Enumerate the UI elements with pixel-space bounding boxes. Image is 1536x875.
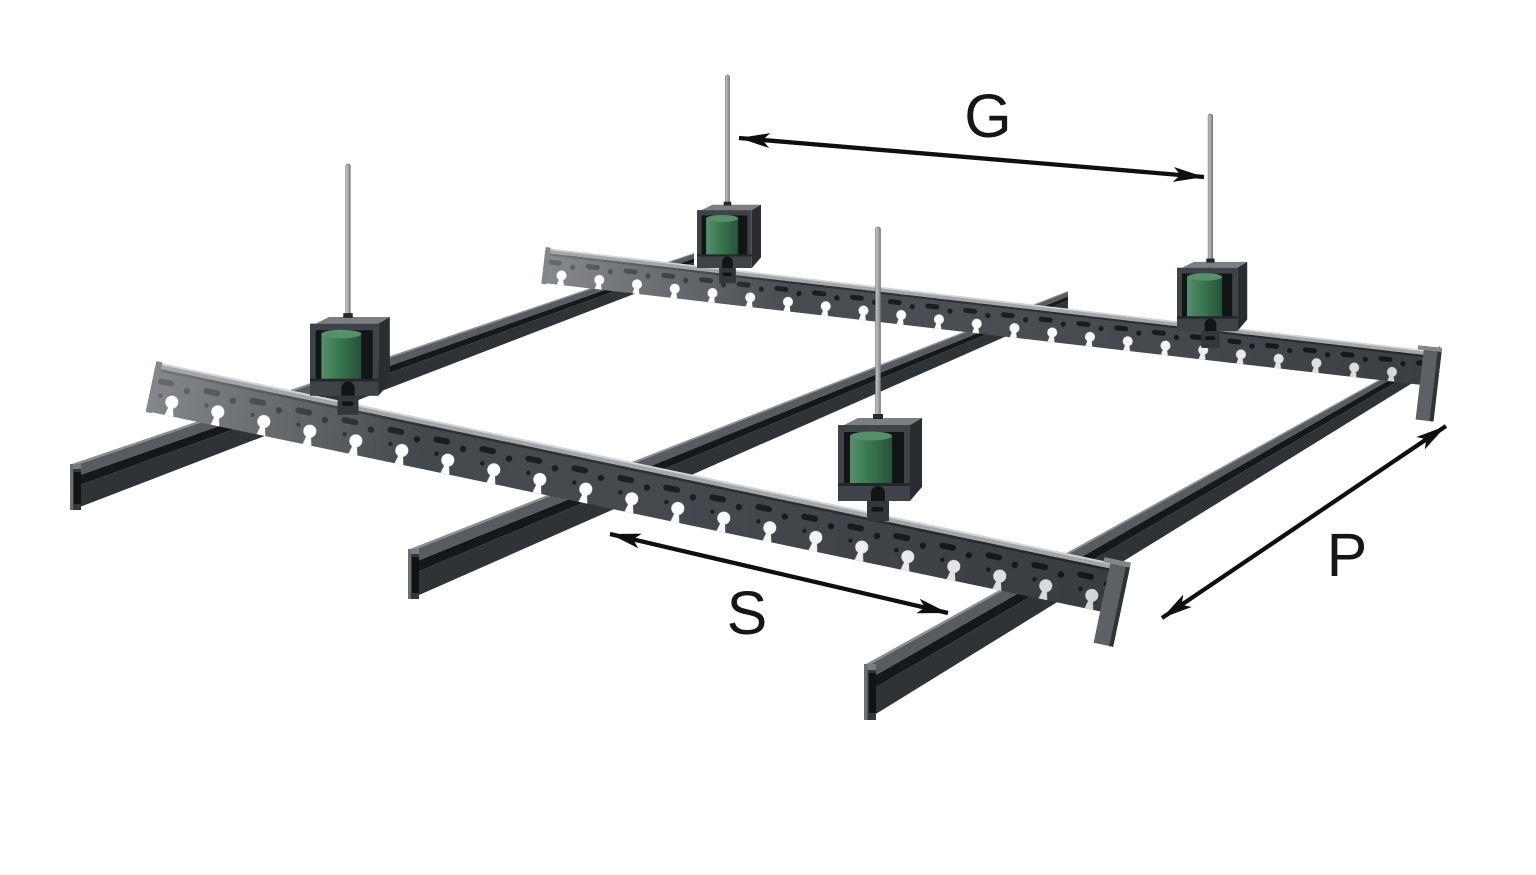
rail-left-cap [541,247,551,285]
hanger-rod-2 [725,74,730,219]
hanger-rod-3 [875,226,881,431]
cut-interior [74,472,81,504]
cut-interior [869,673,876,713]
hanger-rod-1 [345,163,351,331]
end-bracket-edge [1429,347,1443,422]
channel-interior [410,296,1068,575]
cut-interior [412,557,419,593]
end-bracket-edge [1109,561,1131,647]
rail-left-cap [145,361,163,414]
dimension-g: G [738,82,1205,182]
rail-end-bracket [1415,345,1443,422]
dimension-s: S [609,531,949,647]
end-bracket-lip [1417,345,1443,353]
channel-cut-end [864,664,876,720]
channel-cut-end [70,464,81,510]
hanger-rod-4 [1207,113,1213,276]
dimension-label-s: S [727,579,768,647]
dimension-p: P [1160,424,1448,620]
cut-rim [864,664,876,670]
dimension-label-p: P [1327,521,1368,589]
end-bracket-lip [1103,557,1131,568]
end-bracket-plate [1093,558,1131,647]
channel-outer-wall [410,300,1068,599]
cut-rim [864,664,868,720]
cut-rim [408,549,411,599]
dimension-arrow-s [609,531,949,616]
channel-cut-end [408,549,419,599]
cut-rim [70,464,73,510]
cut-rim [70,464,81,469]
cut-rim [408,549,419,554]
dimension-arrow-p [1160,424,1448,620]
rail-shading [541,253,1439,387]
dimension-arrow-g [738,133,1205,182]
dimension-label-g: G [964,82,1011,150]
rail-end-bracket [1093,557,1131,647]
